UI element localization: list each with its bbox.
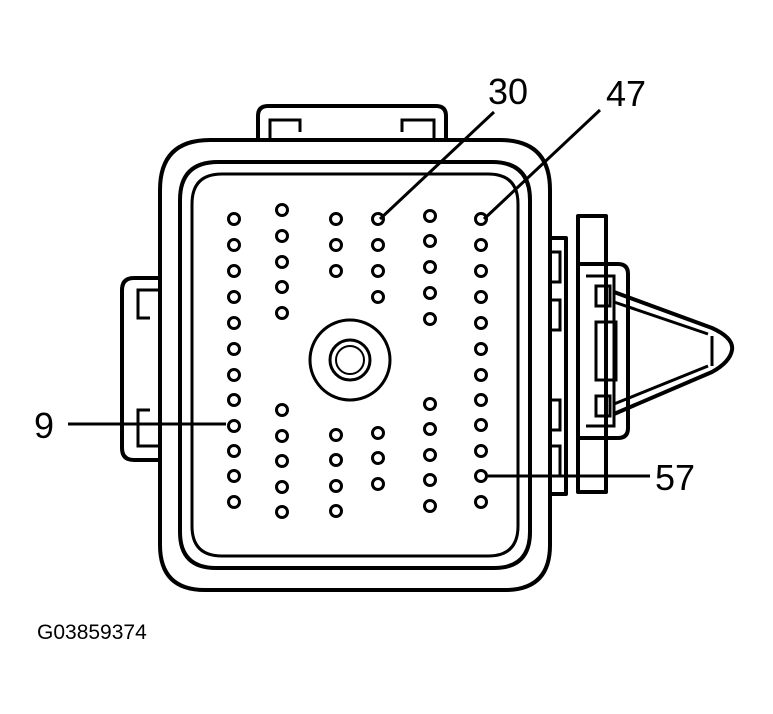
pin-c4-34 <box>371 426 385 440</box>
pin-c2-13 <box>275 203 289 217</box>
pin-c6-51 <box>474 316 488 330</box>
pin-c2-15 <box>275 255 289 269</box>
pin-c6-53 <box>474 368 488 382</box>
pin-c3-29 <box>329 504 343 518</box>
pin-c4-32 <box>371 264 385 278</box>
pin-c6-49 <box>474 264 488 278</box>
pin-c5-42 <box>423 397 437 411</box>
pin-c6-50 <box>474 290 488 304</box>
pin-c5-44 <box>423 448 437 462</box>
pin-c2-18 <box>275 403 289 417</box>
pin-c1-7 <box>227 368 241 382</box>
pin-c5-39 <box>423 260 437 274</box>
pin-c5-41 <box>423 312 437 326</box>
pin-c2-16 <box>275 280 289 294</box>
callout-57-label: 57 <box>655 457 695 498</box>
pin-c5-46 <box>423 499 437 513</box>
pin-c2-19 <box>275 429 289 443</box>
pin-c6-58 <box>474 495 488 509</box>
callout-30-label: 30 <box>488 71 528 112</box>
pin-c6-54 <box>474 393 488 407</box>
pin-c1-11 <box>227 469 241 483</box>
pin-c1-8 <box>227 393 241 407</box>
pin-c5-37 <box>423 209 437 223</box>
pin-c6-55 <box>474 418 488 432</box>
pin-c2-21 <box>275 480 289 494</box>
pin-c3-23 <box>329 212 343 226</box>
pin-c3-26 <box>329 428 343 442</box>
pin-c5-43 <box>423 422 437 436</box>
pin-c2-22 <box>275 505 289 519</box>
pin-c1-9 <box>227 419 241 433</box>
pin-c1-10 <box>227 444 241 458</box>
pin-field <box>227 203 488 519</box>
pin-c3-27 <box>329 453 343 467</box>
callout-47-leader <box>482 108 602 221</box>
pin-c1-2 <box>227 238 241 252</box>
callout-9-label: 9 <box>34 405 54 446</box>
pin-c5-45 <box>423 473 437 487</box>
pin-c3-24 <box>329 238 343 252</box>
pin-c6-48 <box>474 238 488 252</box>
pin-field-border <box>190 172 520 558</box>
pin-c4-31 <box>371 238 385 252</box>
pin-c1-6 <box>227 342 241 356</box>
pin-c1-5 <box>227 316 241 330</box>
pin-c6-47 <box>474 212 488 226</box>
top-latch <box>256 104 448 140</box>
pin-c3-28 <box>329 479 343 493</box>
pin-c6-57 <box>474 469 488 483</box>
pin-c2-17 <box>275 306 289 320</box>
pin-c1-12 <box>227 495 241 509</box>
figure-id: G03859374 <box>37 621 147 644</box>
pin-c5-40 <box>423 286 437 300</box>
pin-c3-25 <box>329 264 343 278</box>
pin-c2-20 <box>275 454 289 468</box>
pin-c2-14 <box>275 229 289 243</box>
pin-c1-4 <box>227 290 241 304</box>
pin-c4-35 <box>371 451 385 465</box>
pin-c4-33 <box>371 290 385 304</box>
right-lock-mechanism <box>550 214 735 496</box>
pin-c6-52 <box>474 342 488 356</box>
callout-47-label: 47 <box>606 73 646 114</box>
left-latch <box>120 276 160 462</box>
pin-c1-3 <box>227 264 241 278</box>
center-key <box>308 318 392 402</box>
pin-c1-1 <box>227 212 241 226</box>
pin-c5-38 <box>423 234 437 248</box>
callout-30-leader <box>378 110 496 221</box>
pin-c4-36 <box>371 477 385 491</box>
pin-c6-56 <box>474 444 488 458</box>
